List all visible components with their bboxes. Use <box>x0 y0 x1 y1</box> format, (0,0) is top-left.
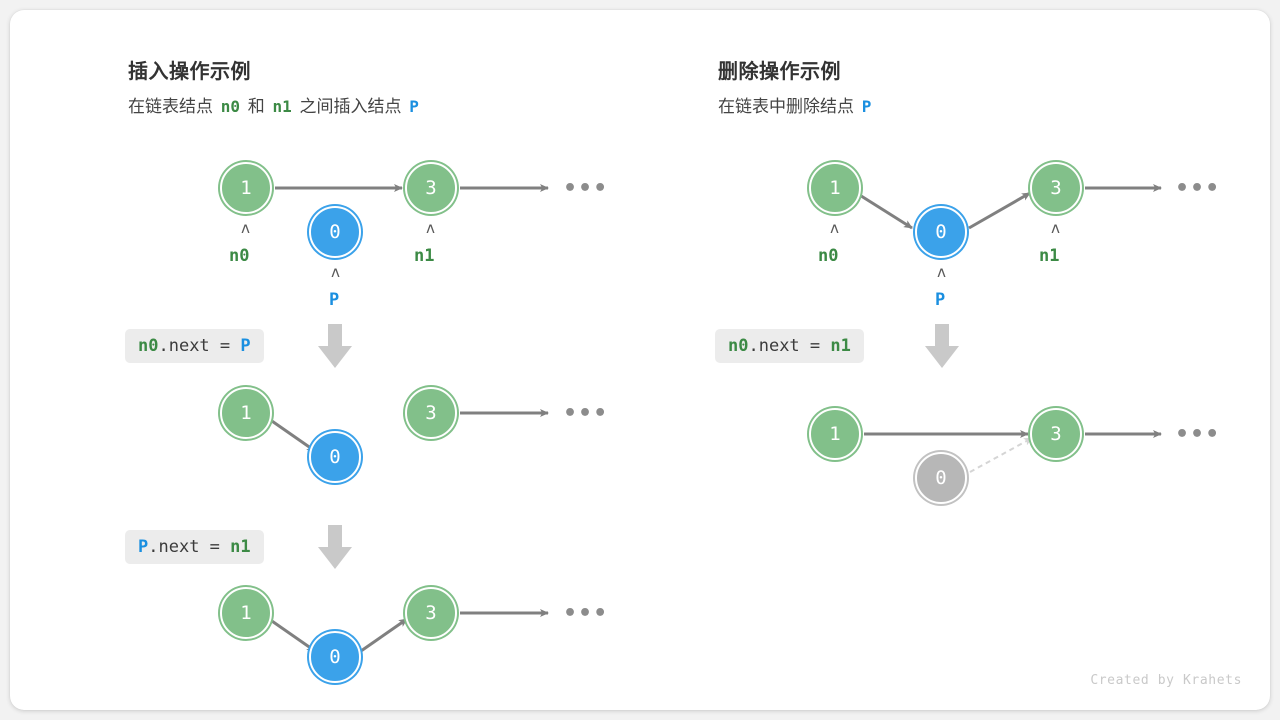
token-plain: .next = <box>148 537 231 557</box>
token-identifier: P <box>409 97 419 116</box>
token-identifier: n1 <box>830 336 851 356</box>
credit-text: Created by Krahets <box>1090 673 1242 688</box>
linked-list-node: 1 <box>809 162 861 214</box>
linked-list-node: 1 <box>220 162 272 214</box>
ellipsis-icon: ••• <box>1175 176 1221 201</box>
linked-list-node: 1 <box>809 408 861 460</box>
pointer-label: P <box>935 290 946 310</box>
token-plain: .next = <box>748 336 831 356</box>
token-identifier: n0 <box>728 336 749 356</box>
down-arrow-icon <box>318 525 352 569</box>
pointer-label: P <box>329 290 340 310</box>
token-identifier: n1 <box>230 537 251 557</box>
pointer-caret-icon: ʌ <box>830 219 840 237</box>
down-arrow-icon <box>318 324 352 368</box>
code-chip-insert-step2: P.next = n1 <box>125 530 264 565</box>
pointer-label: n0 <box>229 246 250 266</box>
token-text: 之间插入结点 <box>299 97 402 116</box>
panel-delete-operation: 删除操作示例 在链表中删除结点 P n0.next = n1 <box>640 10 1270 710</box>
token-text: 在链表结点 <box>128 97 213 116</box>
token-text: 在链表中删除结点 <box>718 97 854 116</box>
ellipsis-icon: ••• <box>563 601 609 626</box>
linked-list-node: 0 <box>915 206 967 258</box>
token-identifier: n0 <box>220 97 240 116</box>
pointer-caret-icon: ʌ <box>1051 219 1061 237</box>
pointer-caret-icon: ʌ <box>937 263 947 281</box>
panel-insert-title: 插入操作示例 <box>128 61 251 83</box>
pointer-label: n1 <box>1039 246 1060 266</box>
token-identifier: P <box>240 336 251 356</box>
panel-delete-title: 删除操作示例 <box>718 61 841 83</box>
pointer-caret-icon: ʌ <box>241 219 251 237</box>
token-identifier: P <box>138 537 149 557</box>
pointer-caret-icon: ʌ <box>426 219 436 237</box>
diagram-card: 插入操作示例 在链表结点 n0 和 n1 之间插入结点 P n0.next = … <box>10 10 1270 710</box>
linked-list-node: 1 <box>220 587 272 639</box>
token-identifier: n1 <box>272 97 292 116</box>
linked-list-node: 0 <box>915 452 967 504</box>
pointer-label: n1 <box>414 246 435 266</box>
linked-list-node: 3 <box>405 162 457 214</box>
panel-delete-subtitle: 在链表中删除结点 P <box>718 92 874 117</box>
code-chip-insert-step1: n0.next = P <box>125 329 264 364</box>
panel-insert-operation: 插入操作示例 在链表结点 n0 和 n1 之间插入结点 P n0.next = … <box>10 10 640 710</box>
ellipsis-icon: ••• <box>563 401 609 426</box>
pointer-caret-icon: ʌ <box>331 263 341 281</box>
down-arrow-icon <box>925 324 959 368</box>
linked-list-node: 0 <box>309 206 361 258</box>
token-identifier: n0 <box>138 336 159 356</box>
linked-list-node: 3 <box>1030 162 1082 214</box>
token-identifier: P <box>861 97 872 116</box>
linked-list-node: 3 <box>1030 408 1082 460</box>
linked-list-node: 3 <box>405 587 457 639</box>
linked-list-node: 0 <box>309 431 361 483</box>
token-plain: .next = <box>158 336 241 356</box>
ellipsis-icon: ••• <box>1175 422 1221 447</box>
ellipsis-icon: ••• <box>563 176 609 201</box>
linked-list-node: 3 <box>405 387 457 439</box>
token-text: 和 <box>247 97 265 116</box>
pointer-label: n0 <box>818 246 839 266</box>
linked-list-node: 1 <box>220 387 272 439</box>
linked-list-node: 0 <box>309 631 361 683</box>
panel-insert-subtitle: 在链表结点 n0 和 n1 之间插入结点 P <box>128 92 422 117</box>
code-chip-delete-step1: n0.next = n1 <box>715 329 864 364</box>
